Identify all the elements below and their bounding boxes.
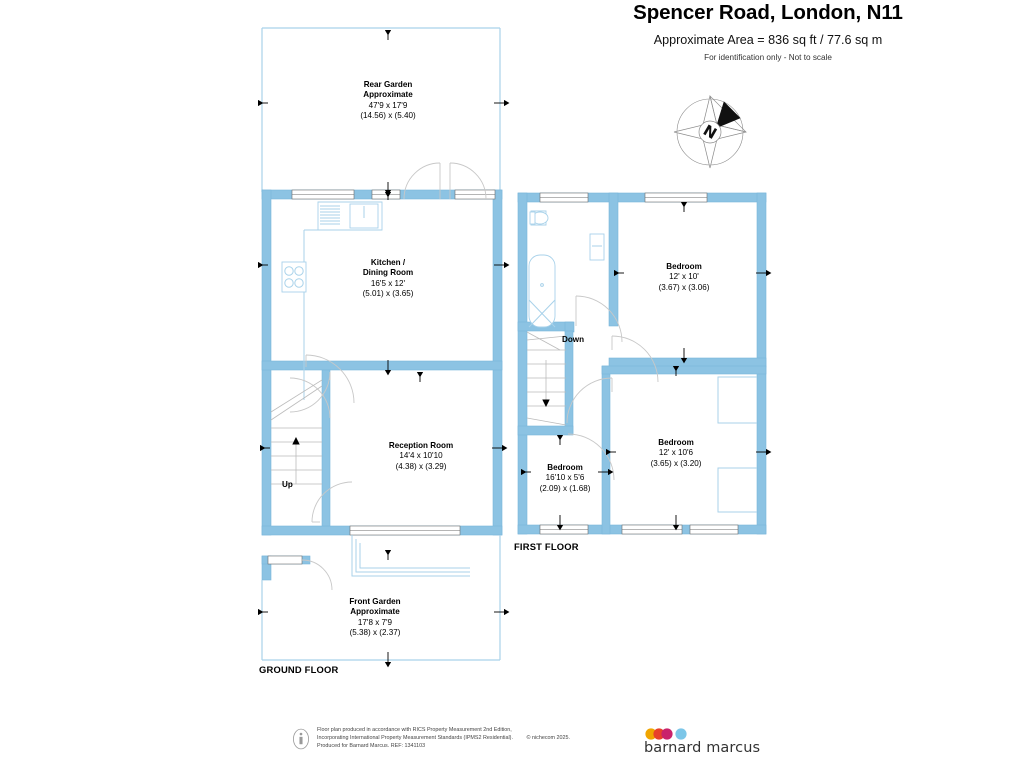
bedroom-small-imperial: 16'10 x 5'6: [545, 473, 585, 483]
room-label-bedroom-front: Bedroom 12' x 10'6 (3.65) x (3.20): [617, 438, 735, 469]
ground-floor-doors: [289, 162, 487, 591]
room-label-bedroom-rear: Bedroom 12' x 10' (3.67) x (3.06): [625, 262, 743, 293]
ground-floor-walls: [261, 189, 503, 581]
stairs-up-label: Up: [282, 480, 293, 489]
rear-garden-imperial: 47'9 x 17'9: [368, 100, 408, 110]
first-floor-staircase: [526, 331, 567, 426]
disclaimer-text: For identification only - Not to scale: [704, 53, 832, 62]
header: Spencer Road, London, N11 Approximate Ar…: [512, 0, 1024, 62]
kitchen-metric: (5.01) x (3.65): [362, 289, 414, 299]
rear-garden-outline: [261, 27, 501, 192]
front-garden-qualifier: Approximate: [350, 607, 400, 617]
rear-garden-qualifier: Approximate: [363, 90, 413, 100]
bathroom-fixtures: [528, 210, 605, 328]
bedroom-rear-name: Bedroom: [666, 262, 702, 271]
reception-imperial: 14'4 x 10'10: [399, 451, 443, 461]
approximate-area: Approximate Area = 836 sq ft / 77.6 sq m: [653, 33, 883, 47]
footer-copyright: © nichecom 2025.: [526, 735, 570, 741]
compass-rose: N: [673, 95, 747, 169]
bedroom-rear-imperial: 12' x 10': [669, 272, 699, 282]
room-label-reception-room: Reception Room 14'4 x 10'10 (4.38) x (3.…: [362, 441, 480, 472]
rear-garden-name: Rear Garden: [363, 80, 413, 89]
bedroom-front-metric: (3.65) x (3.20): [650, 458, 702, 468]
kitchen-imperial: 16'5 x 12': [370, 278, 406, 288]
brand-name: barnard marcus: [644, 740, 761, 756]
front-bedroom-alcoves: [717, 376, 757, 513]
first-floor-plan: [517, 192, 772, 535]
room-label-rear-garden: Rear Garden Approximate 47'9 x 17'9 (14.…: [329, 80, 447, 122]
brand-dots-icon: [645, 728, 687, 740]
bedroom-small-metric: (2.09) x (1.68): [539, 483, 591, 493]
rics-info-icon: [293, 728, 309, 750]
footer-line-2: Incorporating International Property Mea…: [317, 735, 513, 741]
bedroom-front-imperial: 12' x 10'6: [658, 448, 694, 458]
first-floor-dimension-arrows: [521, 202, 772, 531]
kitchen-fixtures: [281, 201, 383, 400]
first-floor-label: FIRST FLOOR: [514, 541, 579, 552]
reception-metric: (4.38) x (3.29): [395, 461, 447, 471]
ground-floor-label: GROUND FLOOR: [259, 664, 339, 675]
front-garden-outline: [261, 535, 501, 661]
reception-name: Reception Room: [388, 441, 454, 450]
rear-garden-metric: (14.56) x (5.40): [360, 111, 416, 121]
front-garden-name: Front Garden: [349, 597, 401, 606]
stairs-down-label: Down: [562, 335, 585, 344]
front-garden-imperial: 17'8 x 7'9: [357, 617, 393, 627]
front-garden-metric: (5.38) x (2.37): [349, 628, 401, 638]
brand-logo: barnard marcus: [644, 728, 764, 762]
room-label-kitchen-dining: Kitchen / Dining Room 16'5 x 12' (5.01) …: [329, 258, 447, 300]
first-floor-doors: [566, 295, 659, 481]
ground-floor-plan: [258, 27, 510, 668]
bedroom-small-name: Bedroom: [547, 463, 583, 472]
kitchen-name-line2: Dining Room: [362, 268, 414, 278]
first-floor-windows: [539, 192, 739, 535]
ground-floor-dimension-arrows: [258, 30, 510, 668]
ground-floor-staircase: [270, 379, 323, 485]
footer-line-3: Produced for Barnard Marcus. REF: 134110…: [317, 743, 426, 749]
kitchen-name-line1: Kitchen /: [370, 258, 406, 267]
ground-floor-windows: [267, 189, 496, 565]
room-label-front-garden: Front Garden Approximate 17'8 x 7'9 (5.3…: [316, 597, 434, 639]
room-label-bedroom-small: Bedroom 16'10 x 5'6 (2.09) x (1.68): [506, 463, 624, 494]
bedroom-rear-metric: (3.67) x (3.06): [658, 282, 710, 292]
front-porch-lines: [351, 535, 470, 577]
page-title: Spencer Road, London, N11: [633, 1, 903, 24]
footer-line-1: Floor plan produced in accordance with R…: [317, 727, 512, 733]
footer: Floor plan produced in accordance with R…: [292, 726, 762, 766]
bedroom-front-name: Bedroom: [658, 438, 694, 447]
